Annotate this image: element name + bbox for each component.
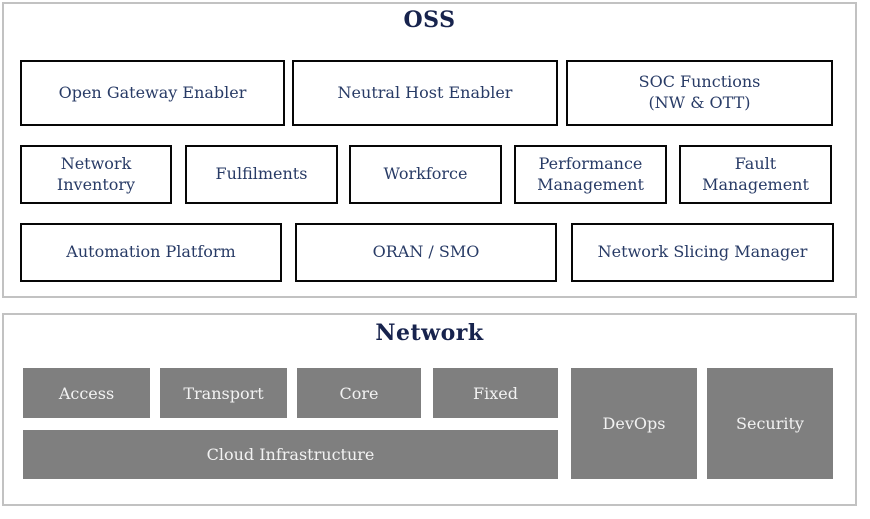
oss-box-workforce: Workforce <box>349 145 502 204</box>
oss-box-automation-platform: Automation Platform <box>20 223 282 282</box>
oss-box-open-gateway-enabler: Open Gateway Enabler <box>20 60 285 126</box>
network-section-title: Network <box>375 320 484 346</box>
network-box-cloud-infrastructure: Cloud Infrastructure <box>23 430 558 479</box>
oss-box-network-inventory: Network Inventory <box>20 145 172 204</box>
network-box-security: Security <box>707 368 833 479</box>
oss-box-oran-smo: ORAN / SMO <box>295 223 557 282</box>
network-box-fixed: Fixed <box>433 368 558 418</box>
network-box-core: Core <box>297 368 421 418</box>
network-box-devops: DevOps <box>571 368 697 479</box>
oss-box-fault-management: Fault Management <box>679 145 832 204</box>
network-box-access: Access <box>23 368 150 418</box>
oss-box-performance-management: Performance Management <box>514 145 667 204</box>
network-box-transport: Transport <box>160 368 287 418</box>
oss-section-title: OSS <box>403 7 456 33</box>
oss-box-network-slicing-manager: Network Slicing Manager <box>571 223 834 282</box>
oss-box-fulfilments: Fulfilments <box>185 145 338 204</box>
oss-box-neutral-host-enabler: Neutral Host Enabler <box>292 60 558 126</box>
oss-box-soc-functions: SOC Functions (NW & OTT) <box>566 60 833 126</box>
